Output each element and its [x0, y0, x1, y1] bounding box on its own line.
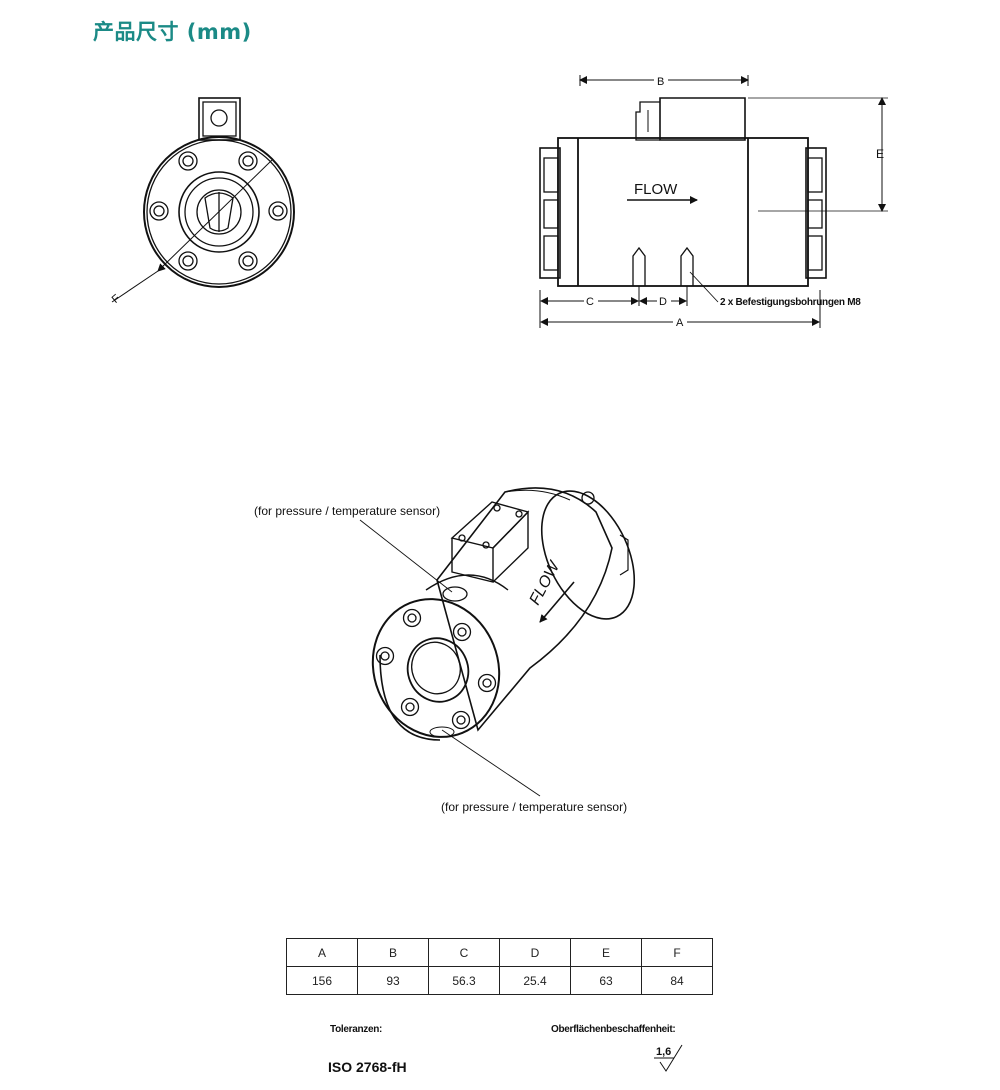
table-header-cell: D	[499, 938, 571, 967]
bolt	[402, 608, 422, 628]
dim-label-c: C	[586, 296, 594, 308]
bolt	[477, 673, 497, 693]
sensor-block	[659, 97, 746, 141]
bolt	[178, 251, 198, 271]
table-cell: 25.4	[499, 966, 571, 995]
mounting-holes	[632, 246, 694, 286]
bolt	[451, 710, 471, 730]
tolerance-label: Toleranzen:	[330, 1024, 383, 1035]
table-header-cell: A	[286, 938, 358, 967]
bolt	[178, 151, 198, 171]
table-cell: 84	[641, 966, 713, 995]
table-cell: 93	[357, 966, 429, 995]
callout-bottom: (for pressure / temperature sensor)	[441, 800, 627, 814]
left-flange	[539, 147, 561, 279]
isometric-view: FLOW (for pressure / temperature sensor)…	[254, 487, 636, 814]
tolerance-value: ISO 2768-fH	[328, 1059, 407, 1075]
flange-bore-outer	[178, 171, 260, 253]
bolt	[375, 646, 395, 666]
bolt	[238, 251, 258, 271]
main-body	[557, 137, 809, 287]
surface-roughness-symbol: 1,6	[654, 1044, 683, 1072]
side-view: FLOW B E C D A 2 x Befestigungsbohrungen…	[539, 73, 888, 329]
table-cell: 63	[570, 966, 642, 995]
callout-top: (for pressure / temperature sensor)	[254, 504, 440, 518]
iso-sensor-port	[442, 586, 468, 602]
iso-front-face	[371, 598, 501, 738]
dim-label-f: F	[110, 292, 123, 306]
dim-label-a: A	[676, 317, 684, 329]
table-header-cell: C	[428, 938, 500, 967]
table-cell: 156	[286, 966, 358, 995]
bolt	[268, 201, 288, 221]
table-header-cell: E	[570, 938, 642, 967]
page-title: 产品尺寸 (mm)	[93, 20, 252, 44]
dim-label-b: B	[657, 76, 664, 88]
dim-label-d: D	[659, 296, 667, 308]
table-row: 156 93 56.3 25.4 63 84	[286, 966, 713, 995]
front-view: F	[110, 97, 295, 306]
iso-body	[436, 487, 613, 732]
dim-label-e: E	[876, 147, 884, 161]
iso-flow-arrow	[539, 581, 575, 623]
table-header-cell: F	[641, 938, 713, 967]
table-header-row: A B C D E F	[286, 938, 713, 967]
bolt	[149, 201, 169, 221]
right-flange	[805, 147, 827, 279]
surface-label: Oberflächenbeschaffenheit:	[551, 1024, 676, 1035]
iso-bolts	[375, 608, 497, 730]
sensor-tab	[198, 97, 241, 141]
bolt	[238, 151, 258, 171]
surface-roughness-value: 1,6	[656, 1046, 671, 1058]
dim-line-f	[157, 159, 273, 272]
bolt	[400, 697, 420, 717]
flange-outer	[143, 136, 295, 288]
mounting-hole-callout: 2 x Befestigungsbohrungen M8	[720, 297, 861, 308]
side-flow-label: FLOW	[634, 181, 678, 198]
dimensions-table: A B C D E F 156 93 56.3 25.4 63 84	[286, 938, 713, 995]
iso-sensor-block	[450, 501, 530, 583]
flange-bolts	[149, 151, 288, 271]
table-header-cell: B	[357, 938, 429, 967]
bolt	[452, 622, 472, 642]
iso-front-bore	[406, 637, 470, 703]
technical-drawing: F FLOW B	[110, 73, 888, 814]
table-cell: 56.3	[428, 966, 500, 995]
